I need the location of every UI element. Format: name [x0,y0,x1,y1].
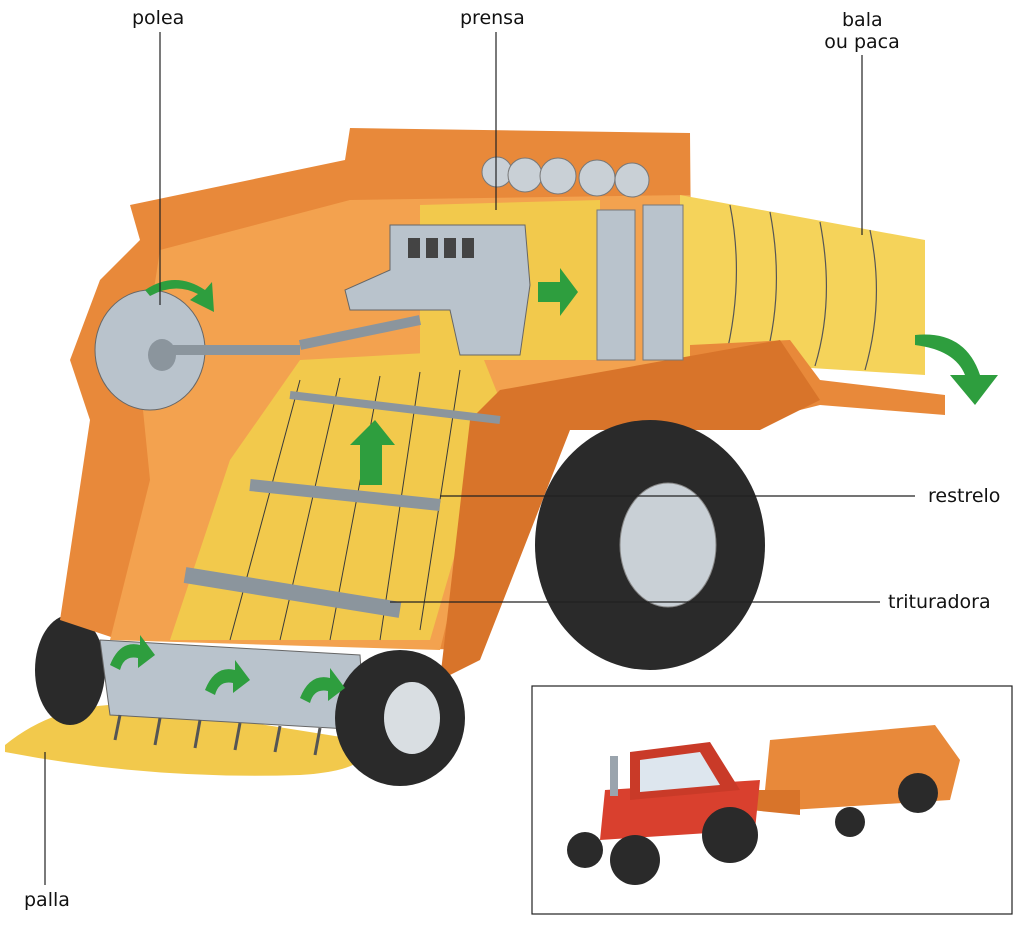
shredder-bar [183,567,402,618]
label-prensa: prensa [460,7,525,29]
rotation-arrow-icon [145,280,214,312]
leader-lines [44,32,915,885]
rake-bar [249,479,441,511]
ground-hay [5,704,364,776]
press-cylinder-1 [596,209,636,361]
front-hub [384,682,440,754]
drive-shaft [160,315,422,355]
inset-frame [531,685,1013,915]
main-hub [619,482,717,608]
baler-front-wall [440,340,820,680]
motion-arrows [110,268,998,703]
press-rollers [481,156,650,198]
press-block [344,224,531,356]
label-palla: palla [24,889,70,911]
pickup-tines [113,714,322,756]
lift-arrow-icon [350,420,395,485]
label-bala-line2: ou paca [824,31,900,53]
rear-left-tire [35,615,105,725]
label-restrelo: restrelo [928,485,1001,507]
label-trituradora: trituradora [888,591,991,613]
press-vents [408,238,474,258]
press-cylinder-2 [642,204,684,361]
label-bala-line1: bala [842,9,883,31]
label-polea: polea [132,7,185,29]
bale-ties [724,204,878,371]
push-arrow-icon [538,268,578,316]
feed-bar [289,391,501,424]
eject-arrow-icon [915,334,998,405]
inset-tractor-with-baler [567,725,960,885]
hay-bale [680,195,925,375]
